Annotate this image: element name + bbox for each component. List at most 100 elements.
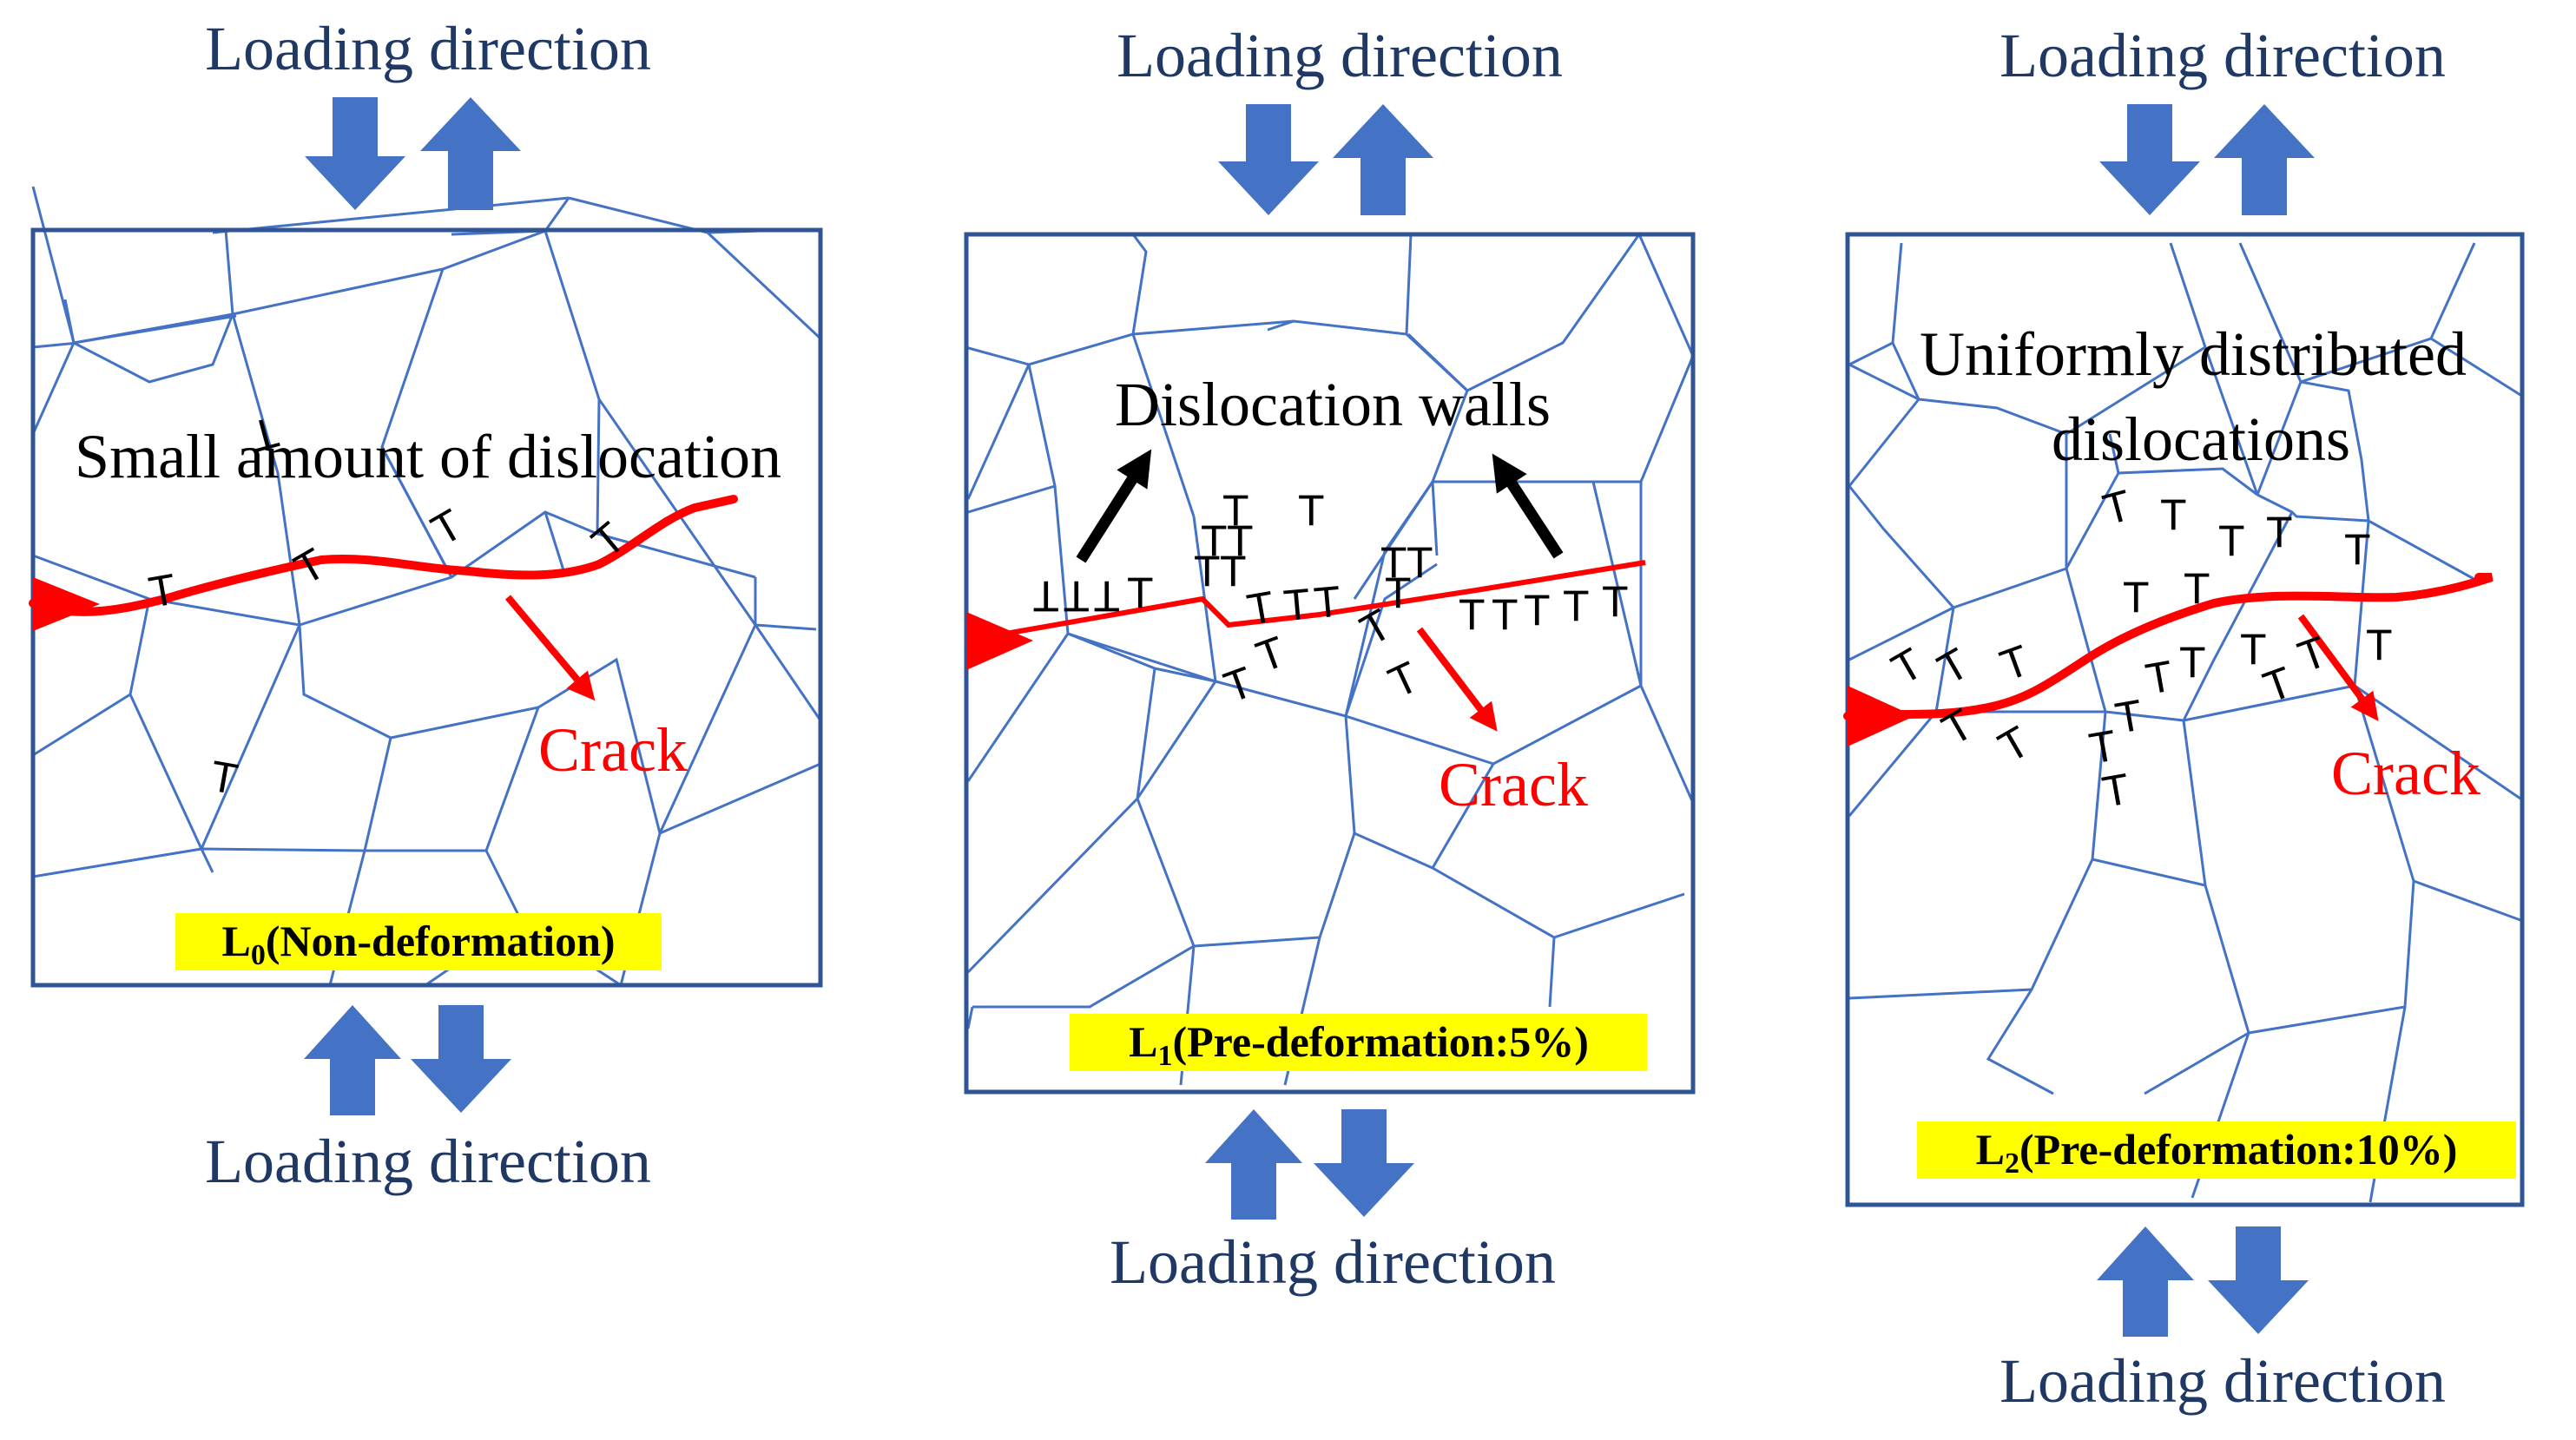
dislocation-symbol: T: [2098, 481, 2136, 535]
grain-structure: [1848, 242, 2521, 1203]
arrow-down-icon: [305, 97, 405, 210]
loading-direction-top-label: Loading direction: [2000, 21, 2446, 90]
annotation-small-amount: Small amount of dislocation: [75, 422, 781, 491]
panel-l2: Loading direction: [1843, 21, 2525, 1416]
dislocation-symbol: T: [1524, 586, 1551, 635]
dislocation-symbol: T: [1250, 627, 1292, 681]
loading-arrows-top: [1218, 104, 1433, 215]
loading-arrows-top: [305, 97, 521, 210]
crack-line: [29, 495, 738, 616]
arrow-up-icon: [1205, 1109, 1302, 1220]
dislocation-symbol: T: [1243, 582, 1278, 634]
loading-arrows-top: [2099, 104, 2315, 215]
grain-structure: [965, 231, 1695, 1086]
crack-pointer-arrow: [1416, 627, 1498, 732]
dislocation-symbol: T: [145, 564, 180, 616]
dislocation-symbol: T: [1563, 582, 1590, 630]
dislocation-symbol: T: [1385, 569, 1412, 617]
loading-arrows-bottom: [304, 1005, 511, 1115]
dislocation-symbol: T: [424, 500, 471, 556]
dislocation-symbol: T: [2218, 516, 2245, 565]
dislocation-symbol: T: [1312, 577, 1342, 628]
dislocation-symbol: T: [2179, 638, 2206, 687]
dislocation-symbol: T: [1991, 717, 2038, 773]
dislocation-symbol: T: [1227, 516, 1254, 565]
pointer-arrow-left: [1076, 449, 1152, 563]
crack-notch-icon: [33, 577, 100, 631]
dislocations: T T T T T T T T T T T T T T T T T T T T …: [1032, 486, 1628, 712]
dislocation-symbol: T: [2123, 573, 2150, 621]
arrow-up-icon: [1333, 104, 1433, 215]
dislocation-symbol: T: [1201, 516, 1228, 565]
panel-l1: Loading direction: [964, 21, 1696, 1297]
condition-label: L1(Pre-deformation:5%): [1129, 1017, 1589, 1072]
loading-direction-bottom-label: Loading direction: [1110, 1227, 1556, 1297]
loading-direction-top-label: Loading direction: [1117, 21, 1563, 90]
condition-label: L2(Pre-deformation:10%): [1976, 1125, 2458, 1180]
crack-pointer-arrow: [2297, 614, 2379, 721]
dislocation-symbol: T: [2344, 525, 2371, 574]
arrow-down-icon: [1314, 1109, 1414, 1217]
arrow-up-icon: [304, 1005, 401, 1115]
arrow-down-icon: [1218, 104, 1319, 215]
dislocation-symbol: T: [1380, 538, 1407, 587]
dislocation-symbol: T: [2184, 564, 2210, 613]
dislocation-symbol: T: [2266, 508, 2293, 556]
crack-notch-icon: [966, 612, 1033, 670]
condition-highlight: [175, 913, 662, 970]
dislocation-symbol: T: [1032, 572, 1059, 621]
dislocation-symbol: T: [1127, 569, 1154, 617]
crack-line: [965, 560, 1646, 643]
dislocation-symbol: T: [1602, 577, 1629, 626]
arrow-up-icon: [2097, 1226, 2194, 1337]
loading-arrows-bottom: [2097, 1226, 2309, 1337]
loading-arrows-bottom: [1205, 1109, 1414, 1220]
dislocation-symbol: T: [1093, 572, 1120, 621]
dislocation-symbol: T: [1281, 580, 1312, 630]
loading-direction-top-label: Loading direction: [205, 14, 651, 83]
dislocation-symbol: T: [2098, 764, 2133, 816]
crack-label: Crack: [538, 715, 688, 785]
dislocation-symbol: T: [1930, 639, 1977, 694]
arrow-down-icon: [2099, 104, 2200, 215]
dislocation-symbol: T: [1884, 639, 1931, 694]
dislocation-symbol: T: [2112, 690, 2146, 742]
condition-highlight: [1070, 1014, 1647, 1071]
condition-label: L0(Non-deformation): [221, 917, 615, 971]
panel-frame: [964, 232, 1696, 1095]
dislocation-symbol: T: [1459, 590, 1486, 639]
crack-notch-icon: [1848, 686, 1914, 746]
condition-highlight: [1917, 1121, 2516, 1179]
dislocation-symbol: T: [207, 752, 241, 804]
dislocations: T T T T T T T T T T T T T T T T T T T T …: [1884, 481, 2393, 817]
dislocation-symbol: T: [2366, 621, 2393, 669]
crack-label: Crack: [1439, 750, 1588, 819]
dislocation-symbol: T: [1222, 486, 1249, 535]
dislocation-symbol: T: [1220, 547, 1247, 595]
arrow-up-icon: [420, 97, 521, 210]
dislocation-symbol: T: [2142, 651, 2177, 703]
dislocation-symbol: T: [1994, 635, 2036, 690]
pointer-arrow-right: [1492, 453, 1564, 559]
dislocation-symbol: T: [1218, 657, 1260, 712]
arrow-down-icon: [2208, 1226, 2309, 1334]
loading-direction-bottom-label: Loading direction: [205, 1127, 651, 1196]
dislocation-symbol: T: [1194, 547, 1221, 595]
dislocation-symbol: T: [583, 513, 634, 568]
dislocation-symbol: T: [2160, 490, 2187, 539]
crack-line: [1843, 573, 2494, 720]
arrow-down-icon: [411, 1005, 511, 1113]
loading-direction-bottom-label: Loading direction: [2000, 1346, 2446, 1416]
dislocation-symbol: T: [1063, 572, 1090, 621]
dislocation-symbol: T: [1407, 538, 1433, 587]
annotation-dislocation-walls: Dislocation walls: [1115, 370, 1551, 439]
dislocation-symbol: T: [1381, 652, 1426, 707]
dislocation-symbol: T: [2240, 625, 2267, 674]
annotation-uniform-dislocations: Uniformly distributed dislocations: [1920, 319, 2482, 474]
crack-pointer-arrow: [504, 595, 596, 701]
dislocation-symbol: T: [1298, 486, 1325, 535]
panel-l0: Loading direction: [29, 14, 823, 1196]
crack-label: Crack: [2331, 739, 2480, 808]
arrow-up-icon: [2214, 104, 2315, 215]
